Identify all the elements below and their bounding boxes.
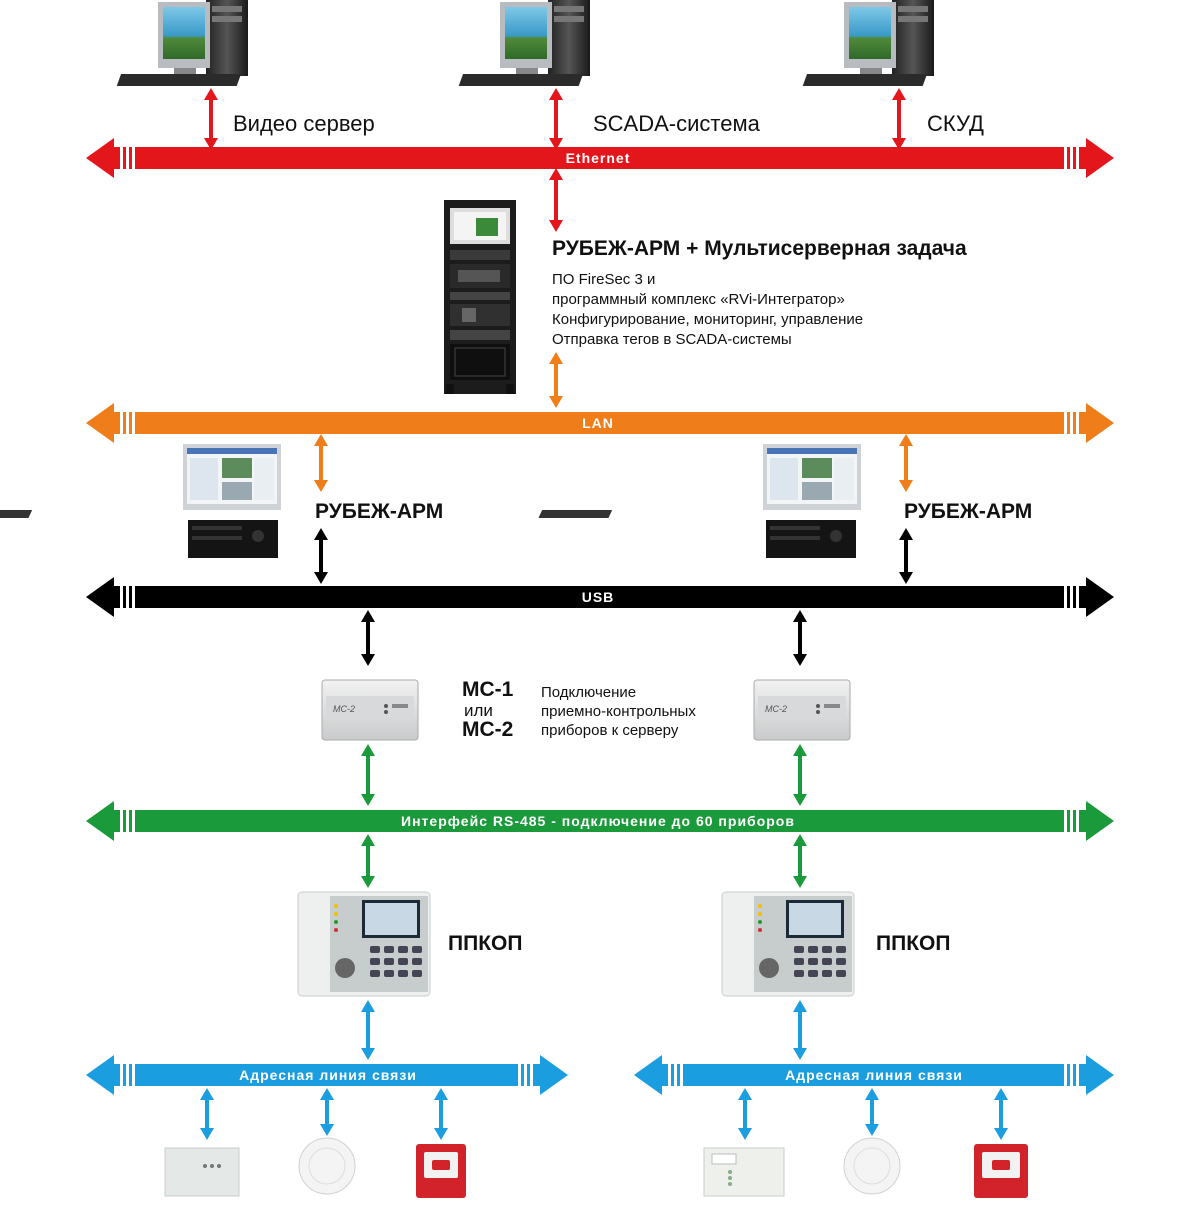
arrow-address-module-left	[200, 1088, 214, 1140]
arrow-usb-mc-left	[361, 610, 375, 666]
buses-layer	[86, 138, 1114, 1095]
workstation-right-label: РУБЕЖ-АРМ	[904, 500, 1033, 523]
mc-device-left: МС-2	[321, 679, 419, 741]
panel-device-left	[297, 891, 431, 997]
manual-call-point-right	[974, 1144, 1028, 1198]
address-module-left	[164, 1147, 240, 1197]
server-rack	[444, 200, 516, 394]
panel-right-label: ППКОП	[876, 932, 951, 955]
ethernet-bus	[86, 138, 1114, 178]
mc-desc-line-3: приборов к серверу	[541, 722, 679, 739]
mc-device-left-text: МС-2	[333, 704, 355, 714]
address-module-right	[703, 1147, 785, 1197]
arrow-address-module-right	[738, 1088, 752, 1140]
lan-bus	[86, 403, 1114, 443]
rs485-bus-label: Интерфейс RS-485 - подключение до 60 при…	[401, 813, 795, 829]
server-line-1: ПО FireSec 3 и	[552, 271, 656, 288]
arrow-mc-left-rs485	[361, 744, 375, 806]
computer-scada	[458, 0, 590, 86]
mc2-label: МС-2	[462, 718, 514, 741]
skud-label: СКУД	[927, 111, 984, 136]
server-line-4: Отправка тегов в SCADA-системы	[552, 331, 792, 348]
connector-arrows	[200, 88, 1008, 1140]
arrow-lan-workstation-left	[314, 434, 328, 492]
arrow-skud-ethernet	[892, 88, 906, 150]
arrow-panel-left-address	[361, 1000, 375, 1060]
address-line-left-label: Адресная линия связи	[239, 1067, 417, 1083]
workstation-left-label: РУБЕЖ-АРМ	[315, 500, 444, 523]
arrow-video-ethernet	[204, 88, 218, 150]
arrow-server-lan	[549, 352, 563, 408]
smoke-detector-left	[298, 1137, 356, 1195]
panel-left-label: ППКОП	[448, 932, 523, 955]
arrow-lan-workstation-right	[899, 434, 913, 492]
arrow-panel-right-address	[793, 1000, 807, 1060]
rs485-bus	[86, 801, 1114, 841]
mc-desc-line-1: Подключение	[541, 684, 637, 701]
mc1-label: МС-1	[462, 678, 514, 701]
usb-bus	[86, 577, 1114, 617]
arrow-ethernet-server	[549, 168, 563, 232]
arrow-rs485-panel-right	[793, 834, 807, 888]
mc-device-right: МС-2	[753, 679, 851, 741]
arrow-workstation-right-usb	[899, 528, 913, 584]
mc-or-label: или	[464, 701, 493, 720]
arrow-scada-ethernet	[549, 88, 563, 150]
address-line-left-bus	[86, 1055, 568, 1095]
arrow-mc-right-rs485	[793, 744, 807, 806]
address-line-right-bus	[634, 1055, 1114, 1095]
arrow-callpoint-right	[994, 1088, 1008, 1140]
usb-bus-label: USB	[581, 589, 615, 605]
video-server-label: Видео сервер	[233, 111, 375, 136]
computer-video-server	[116, 0, 248, 86]
manual-call-point-left	[416, 1144, 466, 1198]
arrow-smoke-left	[320, 1088, 334, 1136]
scada-label: SCADA-система	[593, 111, 760, 136]
server-title: РУБЕЖ-АРМ + Мультисерверная задача	[552, 237, 967, 260]
address-line-right-label: Адресная линия связи	[785, 1067, 963, 1083]
mc-desc-line-2: приемно-контрольных	[541, 703, 696, 720]
workstation-left	[0, 444, 281, 558]
computer-skud	[802, 0, 934, 86]
arrow-rs485-panel-left	[361, 834, 375, 888]
workstation-right	[538, 444, 861, 558]
lan-bus-label: LAN	[582, 415, 614, 431]
mc-device-right-text: МС-2	[765, 704, 787, 714]
server-line-3: Конфигурирование, мониторинг, управление	[552, 311, 864, 328]
panel-device-right	[721, 891, 855, 997]
smoke-detector-right	[843, 1137, 901, 1195]
server-line-2: программный комплекс «RVi-Интегратор»	[552, 291, 845, 308]
ethernet-bus-label: Ethernet	[565, 150, 631, 166]
arrow-usb-mc-right	[793, 610, 807, 666]
arrow-callpoint-left	[434, 1088, 448, 1140]
arrow-workstation-left-usb	[314, 528, 328, 584]
arrow-smoke-right	[865, 1088, 879, 1136]
